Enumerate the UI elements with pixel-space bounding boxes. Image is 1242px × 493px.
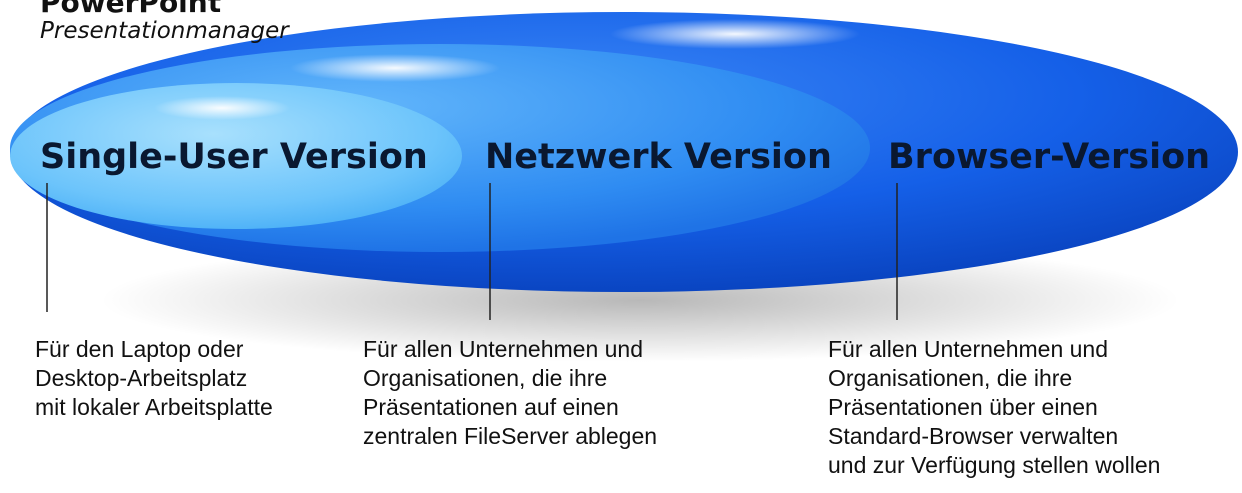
netzwerk-version-label: Netzwerk Version xyxy=(485,137,832,177)
description-line: Organisationen, die ihre xyxy=(363,365,608,391)
app-name: PowerPoint xyxy=(40,0,222,19)
netzwerk-description: Für allen Unternehmen und Organisationen… xyxy=(363,335,657,451)
description-line: mit lokaler Arbeitsplatte xyxy=(35,394,273,420)
description-line: zentralen FileServer ablegen xyxy=(363,423,658,449)
description-line: Standard-Browser verwalten xyxy=(828,423,1119,449)
single-user-version-ellipse xyxy=(10,83,462,229)
browser-description: Für allen Unternehmen und Organisationen… xyxy=(828,335,1160,480)
description-line: und zur Verfügung stellen wollen xyxy=(828,452,1161,478)
title-block: PowerPoint Presentationmanager xyxy=(40,0,289,44)
description-line: Desktop-Arbeitsplatz xyxy=(35,365,248,391)
description-line: Für den Laptop oder xyxy=(35,336,244,362)
description-line: Organisationen, die ihre xyxy=(828,365,1073,391)
single-user-description: Für den Laptop oder Desktop-Arbeitsplatz… xyxy=(35,335,273,422)
highlight-outer xyxy=(610,19,860,49)
highlight-inner xyxy=(154,96,290,120)
highlight-middle xyxy=(290,54,500,82)
description-line: Präsentationen auf einen xyxy=(363,394,619,420)
app-subtitle: Presentationmanager xyxy=(40,18,289,44)
description-line: Präsentationen über einen xyxy=(828,394,1098,420)
single-user-version-label: Single-User Version xyxy=(40,137,428,177)
description-line: Für allen Unternehmen und xyxy=(828,336,1108,362)
browser-version-label: Browser-Version xyxy=(888,137,1211,177)
description-line: Für allen Unternehmen und xyxy=(363,336,643,362)
